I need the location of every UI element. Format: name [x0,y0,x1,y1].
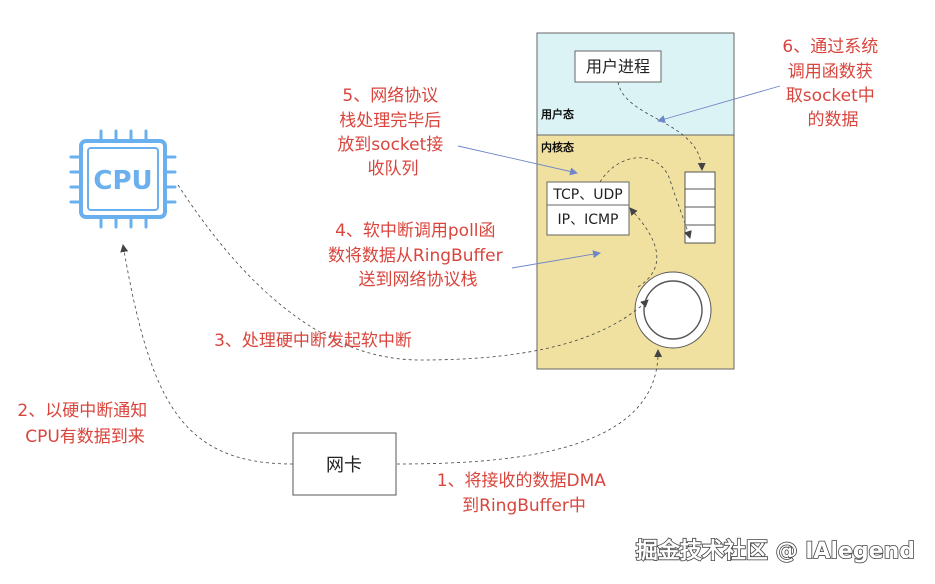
arrow-poll-to-stack [629,207,658,288]
kernel-space-label: 内核态 [541,140,574,154]
kernel-space-region [536,134,735,370]
user-process-box [574,50,662,83]
cpu-icon [69,129,177,229]
watermark: 掘金技术社区 @ IAlegend [636,538,915,564]
cpu-label: CPU [93,166,152,196]
socket-receive-queue [684,171,716,244]
tcp-udp-label: TCP、UDP [552,187,622,203]
user-space-region [536,32,735,136]
pointer-step6 [657,85,781,123]
step-3-label: 3、处理硬中断发起软中断 [214,331,412,351]
pointer-step4 [511,250,601,269]
arrow-stack-to-socket [599,157,692,239]
nic-box [292,432,397,496]
ip-icmp-label: IP、ICMP [558,212,619,228]
ring-buffer [634,271,712,349]
step-6-label: 6、通过系统 调用函数获 取socket中 的数据 [782,37,883,130]
step-4-label: 4、软中断调用poll函 数将数据从RingBuffer 送到网络协议栈 [328,221,508,290]
step-1-label: 1、将接收的数据DMA 到RingBuffer中 [437,471,612,516]
user-process-label: 用户进程 [586,57,650,76]
user-space-label: 用户态 [541,107,574,121]
arrow-dma-to-ringbuffer [396,349,663,465]
arrow-hard-interrupt [120,244,294,465]
step-2-label: 2、以硬中断通知 CPU有数据到来 [17,401,152,447]
pointer-step5 [457,145,578,176]
step-5-label: 5、网络协议 栈处理完毕后 放到socket接 收队列 [337,86,448,179]
nic-label: 网卡 [326,455,362,476]
protocol-stack-box [546,181,630,236]
arrow-soft-interrupt [177,184,649,361]
